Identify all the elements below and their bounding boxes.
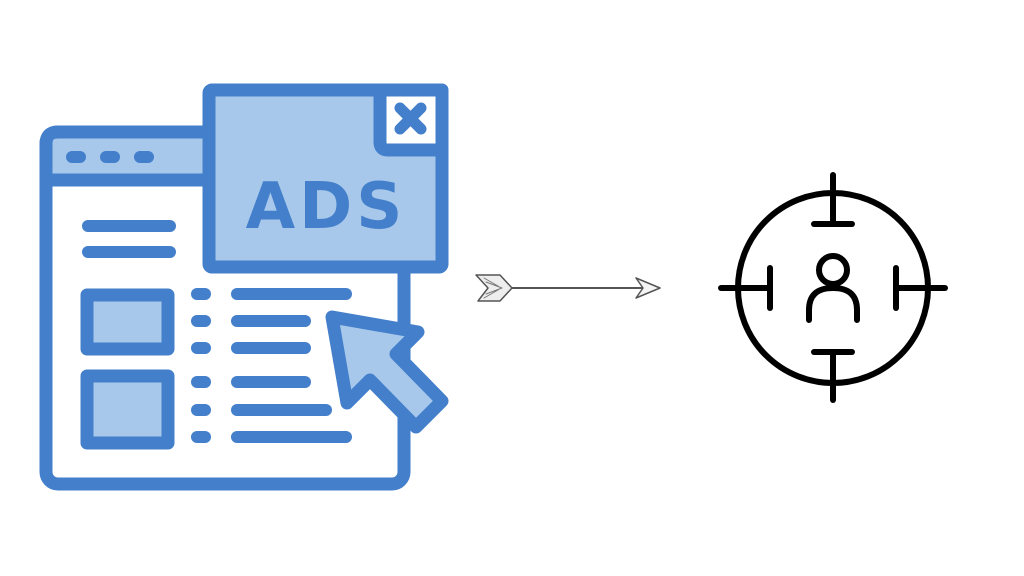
browser-ad-icon	[39, 83, 449, 491]
image-block	[80, 369, 175, 450]
cursor-pointer-icon	[325, 310, 449, 434]
user-icon	[806, 253, 860, 323]
flow-arrow-icon	[475, 274, 661, 302]
image-block	[80, 288, 175, 356]
close-icon[interactable]	[394, 102, 427, 135]
list-lines	[191, 288, 352, 443]
ad-popup	[202, 83, 449, 274]
text-lines	[82, 220, 176, 258]
crosshair-user-icon	[718, 172, 948, 403]
ads-label: ADS	[246, 170, 407, 244]
